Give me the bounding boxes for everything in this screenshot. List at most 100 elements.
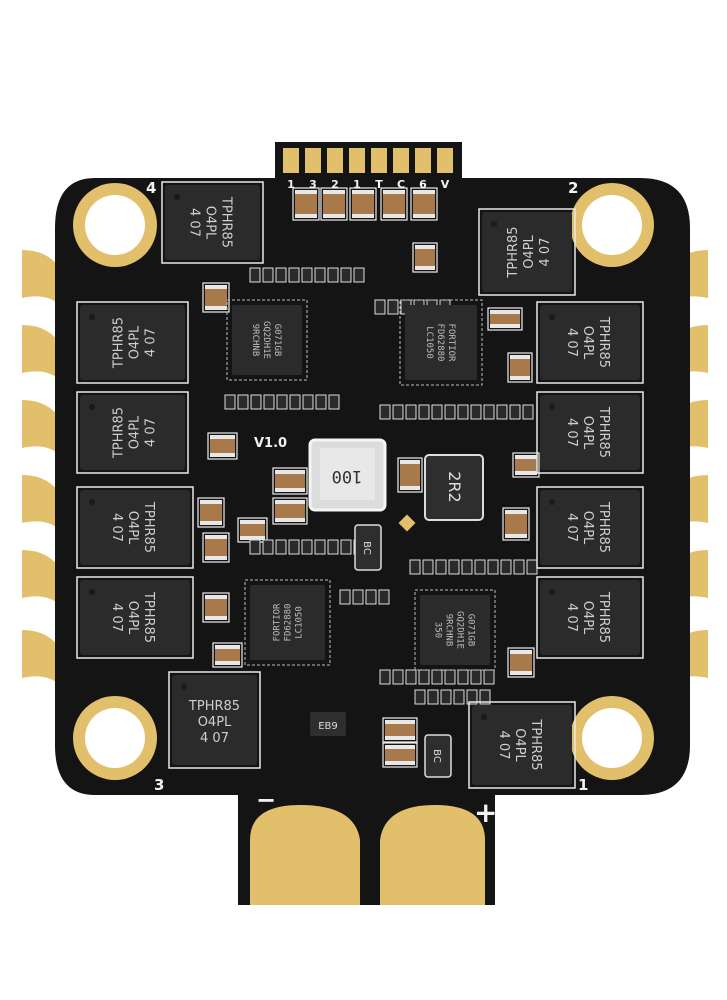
resistor bbox=[275, 539, 287, 555]
resistor bbox=[444, 669, 456, 685]
resistor bbox=[374, 299, 386, 315]
resistor bbox=[392, 404, 404, 420]
resistor bbox=[379, 404, 391, 420]
mosfet-label: 4 07 bbox=[187, 208, 202, 237]
regulator-b: BC bbox=[424, 734, 452, 778]
capacitor bbox=[382, 717, 418, 743]
resistor bbox=[440, 689, 452, 705]
resistor bbox=[249, 267, 261, 283]
mounting-holes bbox=[73, 183, 654, 780]
resistor bbox=[379, 669, 391, 685]
svg-text:2R2: 2R2 bbox=[445, 471, 464, 502]
capacitor bbox=[320, 187, 348, 221]
mosfet-label: TPHR85 bbox=[506, 226, 521, 278]
ic-label: LC1050 bbox=[295, 606, 305, 639]
resistor bbox=[526, 559, 538, 575]
resistor bbox=[444, 404, 456, 420]
capacitor bbox=[380, 187, 408, 221]
mosfet-label: TPHR85 bbox=[141, 591, 156, 643]
capacitor bbox=[272, 497, 308, 525]
mosfet-label: TPHR85 bbox=[141, 501, 156, 553]
resistor bbox=[474, 559, 486, 575]
capacitor bbox=[292, 187, 320, 221]
mosfet-label: TPHR85 bbox=[596, 501, 611, 553]
side-pad-left bbox=[22, 250, 62, 308]
resistor bbox=[483, 669, 495, 685]
capacitor bbox=[512, 452, 540, 478]
resistor bbox=[263, 394, 275, 410]
side-pad-left bbox=[22, 630, 62, 688]
resistor bbox=[470, 669, 482, 685]
resistor bbox=[262, 539, 274, 555]
resistor bbox=[483, 404, 495, 420]
mosfet-label: TPHR85 bbox=[528, 718, 543, 770]
corner-label-4: 4 bbox=[146, 179, 156, 197]
resistor bbox=[392, 669, 404, 685]
capacitor bbox=[207, 432, 238, 460]
ic-label: GQ2DH1E bbox=[261, 321, 271, 359]
capacitor bbox=[212, 642, 243, 668]
ic-label: G071GB bbox=[466, 614, 476, 647]
capacitor bbox=[507, 647, 535, 678]
resistor bbox=[487, 559, 499, 575]
capacitor bbox=[202, 532, 230, 563]
mosfet-label: O4PL bbox=[580, 416, 595, 450]
small-inductor: 2R2 bbox=[424, 454, 484, 521]
svg-text:EB9: EB9 bbox=[318, 721, 338, 732]
signal-pad bbox=[393, 148, 409, 173]
side-pad-left bbox=[22, 475, 62, 533]
signal-pad bbox=[437, 148, 453, 173]
resistor bbox=[405, 669, 417, 685]
corner-label-2: 2 bbox=[568, 179, 578, 197]
resistor bbox=[405, 404, 417, 420]
mosfet-label: O4PL bbox=[580, 511, 595, 545]
capacitor bbox=[382, 742, 418, 768]
power-pad-positive bbox=[380, 805, 485, 905]
resistor bbox=[414, 689, 426, 705]
resistor bbox=[431, 404, 443, 420]
signal-pad bbox=[327, 148, 343, 173]
mosfet-label: TPHR85 bbox=[219, 196, 234, 248]
power-pad-negative bbox=[250, 805, 360, 905]
mosfet-label: O4PL bbox=[580, 601, 595, 635]
mosfet-label: O4PL bbox=[198, 715, 232, 730]
mosfet-label: 4 07 bbox=[109, 603, 124, 632]
mosfet-label: 4 07 bbox=[538, 238, 553, 267]
pad-label: T bbox=[375, 178, 383, 191]
pad-label: C bbox=[397, 178, 405, 191]
mosfet-label: TPHR85 bbox=[188, 699, 240, 714]
ic-label: LC1050 bbox=[424, 326, 434, 359]
resistor bbox=[275, 267, 287, 283]
resistor bbox=[387, 299, 399, 315]
mosfet-label: 4 07 bbox=[144, 418, 159, 447]
resistor bbox=[237, 394, 249, 410]
resistor bbox=[496, 404, 508, 420]
resistor bbox=[457, 669, 469, 685]
resistor bbox=[352, 589, 364, 605]
capacitor bbox=[502, 507, 530, 541]
signal-pad bbox=[371, 148, 387, 173]
mosfet-label: 4 07 bbox=[109, 513, 124, 542]
side-pad-left bbox=[22, 550, 62, 608]
resistor bbox=[466, 689, 478, 705]
regulator-a: BC bbox=[354, 524, 382, 571]
resistor bbox=[288, 539, 300, 555]
mosfet-label: 4 07 bbox=[564, 328, 579, 357]
mosfet-label: O4PL bbox=[128, 325, 143, 359]
resistor bbox=[301, 539, 313, 555]
corner-label-1: 1 bbox=[578, 776, 588, 794]
main-inductor: 100 bbox=[308, 438, 387, 512]
ic-label: 9RCHNB bbox=[444, 614, 454, 647]
ic-label: FORTIOR bbox=[446, 324, 456, 363]
capacitor bbox=[487, 307, 523, 331]
resistor bbox=[509, 404, 521, 420]
resistor bbox=[448, 559, 460, 575]
ic-label: FORTIOR bbox=[273, 603, 283, 642]
resistor bbox=[314, 267, 326, 283]
side-pad-left bbox=[22, 400, 62, 458]
